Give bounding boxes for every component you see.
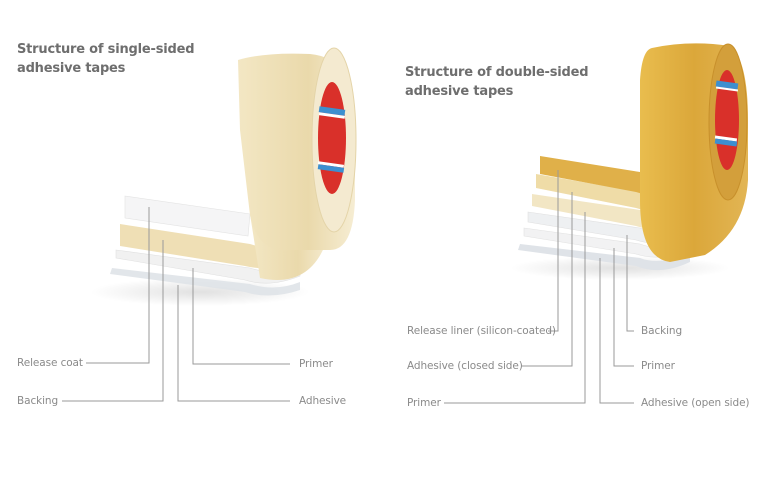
single-sided-title-line2: adhesive tapes [17, 61, 126, 76]
leader-line-adhesive-open [599, 258, 634, 404]
leader-line-release-coat [86, 207, 150, 364]
single-sided-tape-core [317, 82, 346, 194]
leader-line-adhesive-closed [522, 192, 573, 367]
leader-line-primer [192, 268, 290, 365]
label-backing: Backing [17, 395, 59, 407]
single-sided-title-line1: Structure of single-sided [17, 42, 195, 57]
label-primer: Primer [299, 358, 333, 370]
leader-line-adhesive [177, 285, 290, 402]
label-primer-left: Primer [407, 397, 441, 409]
double-sided-title-line2: adhesive tapes [405, 84, 514, 99]
double-sided-leader-lines [444, 170, 634, 404]
double-sided-tape-core [714, 70, 739, 170]
double-sided-title: Structure of double-sided adhesive tapes [405, 63, 589, 101]
label-release-coat: Release coat [17, 357, 83, 369]
label-adhesive-closed-side: Adhesive (closed side) [407, 360, 523, 372]
double-sided-tape-illustration [510, 43, 748, 280]
double-sided-title-line1: Structure of double-sided [405, 65, 589, 80]
single-sided-tape-illustration [90, 47, 357, 306]
single-sided-title: Structure of single-sided adhesive tapes [17, 40, 195, 78]
label-adhesive: Adhesive [299, 395, 347, 407]
leader-line-release-liner [548, 170, 559, 332]
single-sided-leader-lines [62, 207, 290, 402]
label-adhesive-open-side: Adhesive (open side) [641, 397, 750, 409]
leader-line-backing [626, 235, 634, 332]
leader-line-backing [62, 240, 164, 402]
leader-line-primer-left [444, 212, 586, 404]
leader-line-primer-right [613, 248, 634, 367]
label-release-liner: Release liner (silicon-coated) [407, 325, 556, 337]
label-primer-right: Primer [641, 360, 675, 372]
label-backing-double: Backing [641, 325, 683, 337]
